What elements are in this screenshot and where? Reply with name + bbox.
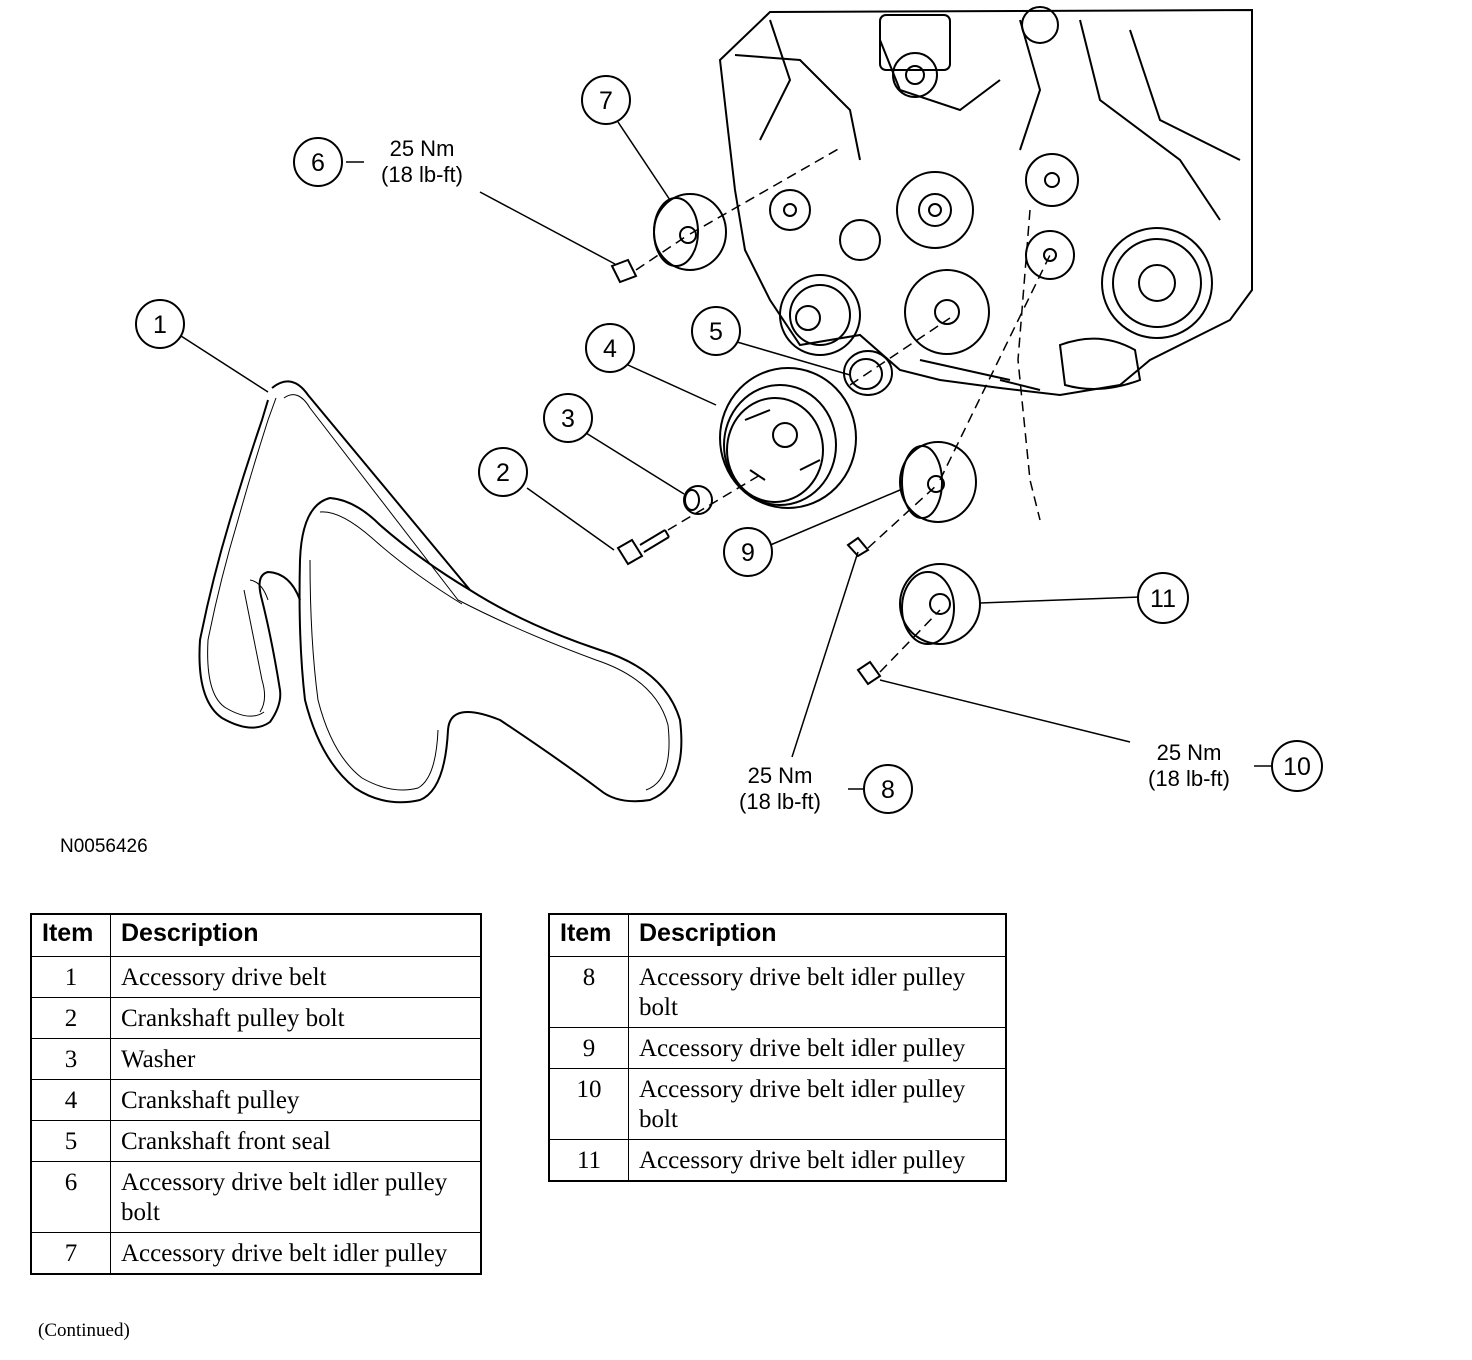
item-description: Crankshaft pulley — [110, 1079, 482, 1121]
bolt-item6 — [610, 258, 638, 284]
item-number: 9 — [548, 1027, 629, 1069]
torque-item6-lbft: (18 lb-ft) — [381, 162, 463, 187]
accessory-drive-belt — [198, 380, 683, 804]
item-description: Accessory drive belt idler pulley — [628, 1139, 1007, 1182]
item-number: 3 — [30, 1038, 111, 1080]
callout-3: 3 — [561, 405, 575, 433]
item-number: 5 — [30, 1120, 111, 1162]
callout-circles — [135, 75, 1323, 814]
engine-assembly — [718, 6, 1253, 397]
callout-8: 8 — [881, 776, 895, 804]
callout-7: 7 — [599, 87, 613, 115]
item-number: 4 — [30, 1079, 111, 1121]
crankshaft-pulley-bolt — [616, 529, 670, 566]
item-description: Accessory drive belt idler pulley bolt — [628, 1068, 1007, 1140]
header-description: Description — [628, 913, 1007, 957]
torque-specs: 25 Nm (18 lb-ft) 25 Nm (18 lb-ft) 25 Nm … — [381, 136, 1230, 814]
header-description: Description — [110, 913, 482, 957]
item-description: Washer — [110, 1038, 482, 1080]
item-number: 2 — [30, 997, 111, 1039]
callout-numbers: 1 2 3 4 5 6 7 8 9 10 11 — [153, 87, 1311, 804]
header-item: Item — [548, 913, 629, 957]
item-description: Accessory drive belt — [110, 956, 482, 998]
callout-6: 6 — [311, 149, 325, 177]
item-description: Crankshaft pulley bolt — [110, 997, 482, 1039]
callout-4: 4 — [603, 335, 617, 363]
item-number: 7 — [30, 1232, 111, 1275]
leader-lines — [180, 121, 1272, 790]
item-description: Accessory drive belt idler pulley — [110, 1232, 482, 1275]
item-description: Accessory drive belt idler pulley bolt — [110, 1161, 482, 1233]
idler-pulley-item9 — [899, 441, 977, 523]
callout-5: 5 — [709, 318, 723, 346]
item-description: Accessory drive belt idler pulley bolt — [628, 956, 1007, 1028]
callout-10: 10 — [1283, 753, 1311, 781]
item-number: 8 — [548, 956, 629, 1028]
item-number: 6 — [30, 1161, 111, 1233]
item-description: Accessory drive belt idler pulley — [628, 1027, 1007, 1069]
figure-id: N0056426 — [60, 836, 148, 857]
bolt-item10 — [856, 660, 882, 686]
callout-9: 9 — [741, 539, 755, 567]
exploded-view-diagram: 1 2 3 4 5 6 7 8 9 10 11 25 Nm (18 lb-ft)… — [135, 6, 1323, 814]
torque-item8-lbft: (18 lb-ft) — [739, 789, 821, 814]
callout-11: 11 — [1150, 585, 1176, 613]
header-item: Item — [30, 913, 111, 957]
torque-item6-nm: 25 Nm — [390, 136, 455, 161]
continued-note: (Continued) — [38, 1320, 130, 1341]
item-number: 1 — [30, 956, 111, 998]
item-number: 11 — [548, 1139, 629, 1182]
torque-item8-nm: 25 Nm — [748, 763, 813, 788]
assembly-axes — [635, 147, 1051, 673]
item-number: 10 — [548, 1068, 629, 1140]
idler-pulley-item11 — [899, 563, 981, 645]
crankshaft-pulley — [719, 367, 857, 509]
bolt-item8 — [846, 536, 870, 558]
torque-item10-lbft: (18 lb-ft) — [1148, 766, 1230, 791]
idler-pulley-item7 — [653, 193, 727, 271]
washer — [683, 485, 713, 515]
callout-1: 1 — [153, 311, 167, 339]
torque-item10-nm: 25 Nm — [1157, 740, 1222, 765]
callout-2: 2 — [496, 459, 510, 487]
item-description: Crankshaft front seal — [110, 1120, 482, 1162]
